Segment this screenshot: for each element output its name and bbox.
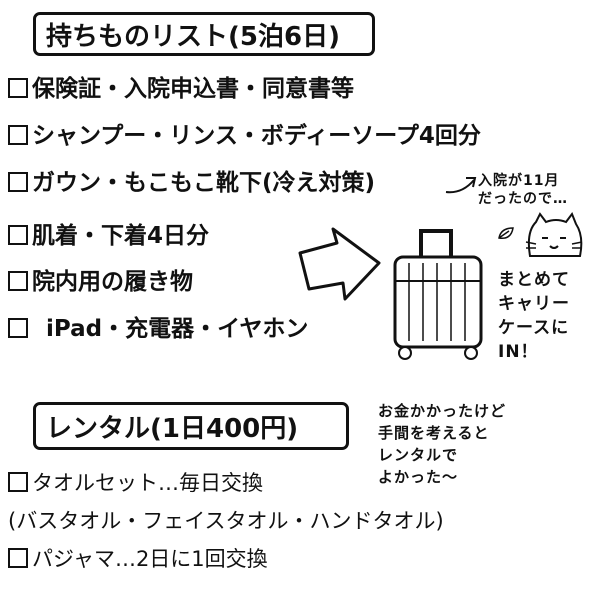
- big-arrow-icon: [298, 227, 381, 301]
- item-label: ガウン・もこもこ靴下(冷え対策): [32, 170, 376, 196]
- checkbox-icon: [8, 125, 28, 145]
- note-november: 入院が11月 だったので…: [478, 173, 568, 207]
- checkbox-icon: [8, 472, 28, 492]
- checkbox-icon: [8, 225, 28, 245]
- item-label: iPad・充電器・イヤホン: [46, 316, 309, 342]
- note-rental-comment: お金かかったけど 手間を考えると レンタルで よかった〜: [378, 402, 507, 486]
- checkbox-icon: [8, 172, 28, 192]
- checkbox-icon: [8, 548, 28, 568]
- list-item: ガウン・もこもこ靴下(冷え対策): [8, 168, 375, 198]
- checkbox-icon: [8, 78, 28, 98]
- note-carry: まとめて キャリー ケースに IN！: [498, 270, 570, 362]
- rental-item-label: タオルセット…毎日交換: [32, 471, 263, 495]
- cat-icon: [525, 211, 583, 257]
- list-item: 保険証・入院申込書・同意書等: [8, 74, 354, 104]
- rental-item: パジャマ…2日に1回交換: [8, 544, 268, 574]
- checkbox-icon: [8, 271, 28, 291]
- list-item: 肌着・下着4日分: [8, 221, 209, 251]
- item-label: 院内用の履き物: [32, 269, 193, 295]
- rental-item-label: (バスタオル・フェイスタオル・ハンドタオル): [8, 509, 444, 533]
- leaf-icon: [498, 227, 514, 240]
- list-item: シャンプー・リンス・ボディーソープ4回分: [8, 121, 481, 151]
- list-item: 院内用の履き物: [8, 267, 193, 297]
- item-label: シャンプー・リンス・ボディーソープ4回分: [32, 123, 481, 149]
- item-label: 肌着・下着4日分: [32, 223, 210, 249]
- rental-item-label: パジャマ…2日に1回交換: [32, 547, 268, 571]
- list-title: 持ちものリスト(5泊6日): [33, 12, 375, 56]
- suitcase-icon: [393, 229, 483, 360]
- curved-arrow-icon: [445, 177, 477, 194]
- rental-title: レンタル(1日400円): [33, 402, 349, 450]
- rental-item-detail: (バスタオル・フェイスタオル・ハンドタオル): [8, 506, 444, 536]
- item-label: 保険証・入院申込書・同意書等: [32, 76, 354, 102]
- list-item: iPad・充電器・イヤホン: [8, 314, 308, 344]
- rental-item: タオルセット…毎日交換: [8, 468, 263, 498]
- checkbox-icon: [8, 318, 28, 338]
